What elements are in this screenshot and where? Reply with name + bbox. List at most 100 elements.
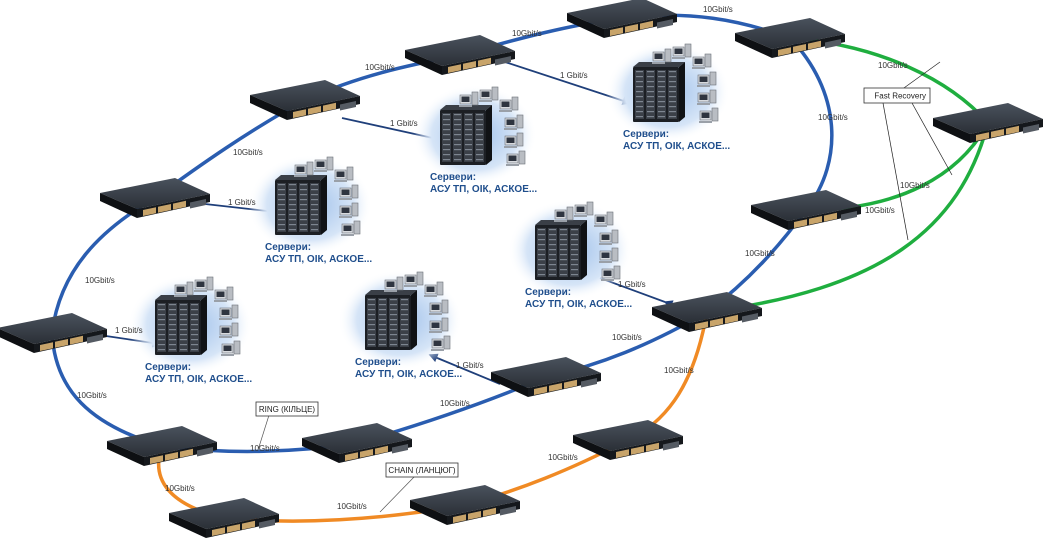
- switch-side: [491, 372, 528, 397]
- switch-side: [652, 307, 689, 332]
- switch-sfp-ports: [500, 506, 516, 516]
- switch-port-block: [323, 102, 336, 112]
- switch-top-left[interactable]: [250, 80, 360, 120]
- switch-side: [250, 95, 287, 120]
- switch-port-block: [478, 57, 491, 67]
- switch-port-block: [150, 455, 163, 464]
- switch-port-block: [710, 318, 723, 327]
- switch-center-right[interactable]: [652, 292, 762, 332]
- workstation-icon: [504, 114, 524, 130]
- workstation-icon: [672, 43, 692, 59]
- workstation-icon: [599, 229, 619, 245]
- switch-bottom-mid[interactable]: [302, 423, 412, 463]
- switch-port-block: [793, 44, 806, 53]
- switch-port-block: [40, 342, 53, 351]
- switch-port-block: [640, 20, 653, 30]
- switch-top-right[interactable]: [735, 18, 845, 58]
- server-title: Сервери:: [355, 357, 401, 368]
- switch-side: [573, 435, 610, 460]
- server-rack-icon: [633, 62, 685, 122]
- link-speed-label: 10Gbit/s: [165, 484, 195, 493]
- switch-port-block: [976, 132, 989, 141]
- server-cluster: Сервери:АСУ ТП, ОІК, АСКОЕ...: [338, 270, 462, 380]
- switch-port-block: [242, 520, 255, 530]
- workstation-icon: [219, 304, 239, 320]
- server-cluster: Сервери:АСУ ТП, ОІК, АСКОЕ...: [248, 155, 372, 265]
- switch-top: [573, 420, 683, 451]
- switch-port-block: [809, 216, 822, 225]
- server-rack-icon: [440, 105, 492, 165]
- switch-chain-right[interactable]: [573, 420, 683, 460]
- switch-chain-mid[interactable]: [410, 485, 520, 525]
- ring-label: RING (КІЛЬЦЕ): [259, 405, 316, 414]
- workstation-icon: [479, 86, 499, 102]
- switch-left[interactable]: [0, 313, 107, 353]
- switch-chain-left[interactable]: [169, 498, 279, 538]
- switch-top: [405, 35, 515, 66]
- callout-box: [255, 401, 319, 417]
- workstation-icon: [339, 202, 359, 218]
- server-cluster: Сервери:АСУ ТП, ОІК, АСКОЕ...: [606, 42, 730, 152]
- link-speed-label: 10Gbit/s: [77, 391, 107, 400]
- workstation-icon: [692, 53, 712, 69]
- chain-callout: CHAIN (ЛАНЦЮГ): [379, 462, 459, 513]
- switch-side: [169, 513, 206, 538]
- switch-side: [107, 441, 144, 466]
- link-speed-label: 10Gbit/s: [612, 333, 642, 342]
- switch-port-block: [824, 212, 837, 222]
- switch-side: [100, 193, 137, 218]
- workstation-icon: [429, 317, 449, 333]
- link-speed-label: 10Gbit/s: [440, 399, 470, 408]
- workstation-icon: [194, 276, 214, 292]
- switch-port-block: [360, 449, 373, 458]
- switch-top: [302, 423, 412, 454]
- switch-port-block: [631, 446, 644, 455]
- workstation-icon: [554, 206, 574, 222]
- switch-sfp-ports: [1023, 124, 1039, 134]
- switch-port-block: [991, 129, 1004, 138]
- chain-link-1: [627, 311, 709, 442]
- switch-sfp-ports: [825, 39, 841, 49]
- switch-bottom-left[interactable]: [107, 426, 217, 466]
- fast-recovery-label: Fast Recovery: [874, 92, 926, 101]
- switch-port-block: [725, 314, 738, 324]
- switch-port-block: [794, 219, 807, 228]
- switch-sfp-ports: [340, 101, 356, 111]
- switch-port-block: [453, 514, 466, 523]
- switch-top-center[interactable]: [567, 0, 677, 38]
- callout-box: [863, 87, 931, 104]
- link-speed-label: 10Gbit/s: [865, 206, 895, 215]
- switch-port-block: [534, 386, 547, 395]
- callout-pointer: [257, 411, 271, 451]
- callouts: Fast Recovery RING (КІЛЬЦЕ) CHAIN (ЛАНЦЮ…: [255, 61, 953, 513]
- workstation-icon: [404, 271, 424, 287]
- switch-port-block: [173, 200, 186, 210]
- switch-port-block: [308, 106, 321, 115]
- switch-port-block: [293, 109, 306, 118]
- workstation-icon: [334, 166, 354, 182]
- switch-right-mid[interactable]: [751, 190, 861, 230]
- fast-recovery-link-3: [706, 122, 990, 314]
- server-rack-icon: [535, 220, 587, 280]
- switch-top: [751, 190, 861, 221]
- switch-left-upper[interactable]: [100, 178, 210, 218]
- switch-sfp-ports: [657, 19, 673, 29]
- access-link: [428, 353, 501, 385]
- link-speed-label: 10Gbit/s: [818, 113, 848, 122]
- switch-port-block: [564, 379, 577, 389]
- workstation-icon: [506, 150, 526, 166]
- callout-pointer: [379, 475, 416, 513]
- switch-port-block: [808, 40, 821, 50]
- workstation-icon: [504, 132, 524, 148]
- switch-port-block: [625, 24, 638, 33]
- switch-sfp-ports: [190, 199, 206, 209]
- switch-sfp-ports: [259, 519, 275, 529]
- switch-far-right[interactable]: [933, 103, 1043, 143]
- switch-top: [735, 18, 845, 49]
- switch-top-mid[interactable]: [405, 35, 515, 75]
- link-speed-label: 1 Gbit/s: [456, 361, 484, 370]
- switch-top: [250, 80, 360, 111]
- switch-center-lower[interactable]: [491, 357, 601, 397]
- switch-port-block: [616, 449, 629, 458]
